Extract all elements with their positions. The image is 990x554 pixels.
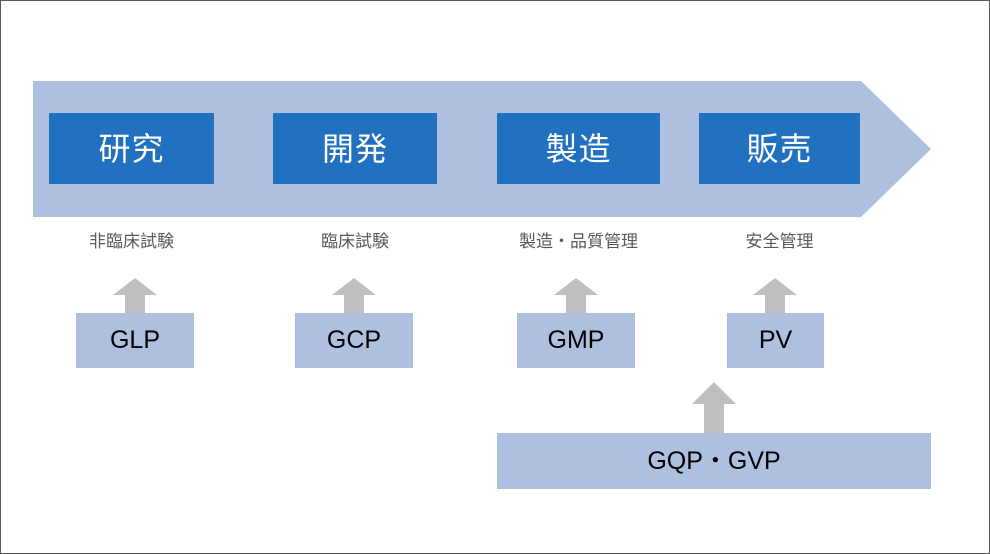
stage-box-manufacturing[interactable]: 製造 xyxy=(497,113,660,184)
caption-nonclinical-trial: 非臨床試験 xyxy=(89,232,174,251)
regulation-bar-gqp-gvp[interactable]: GQP・GVP xyxy=(497,433,931,489)
stage-box-sales[interactable]: 販売 xyxy=(699,113,860,184)
regulation-label-gmp: GMP xyxy=(547,326,605,354)
regulation-box-pv[interactable]: PV xyxy=(727,313,824,368)
up-arrow-pv-icon xyxy=(753,278,797,316)
stage-box-research[interactable]: 研究 xyxy=(49,113,214,184)
regulation-label-pv: PV xyxy=(758,326,793,354)
stage-label-development: 開発 xyxy=(321,130,388,167)
caption-safety-management: 安全管理 xyxy=(745,232,814,251)
regulation-box-gcp[interactable]: GCP xyxy=(295,313,413,368)
regulation-label-gqp-gvp: GQP・GVP xyxy=(647,446,781,475)
regulation-box-glp[interactable]: GLP xyxy=(76,313,194,368)
stage-box-development[interactable]: 開発 xyxy=(273,113,437,184)
caption-manufacturing-quality-control: 製造・品質管理 xyxy=(519,232,638,251)
stage-label-sales: 販売 xyxy=(746,130,813,167)
regulation-label-glp: GLP xyxy=(109,326,161,354)
stage-label-research: 研究 xyxy=(98,130,165,167)
up-arrow-gqp-gvp-icon xyxy=(692,382,736,435)
regulation-box-gmp[interactable]: GMP xyxy=(517,313,635,368)
regulation-label-gcp: GCP xyxy=(326,326,382,354)
up-arrow-gmp-icon xyxy=(554,278,598,316)
stage-label-manufacturing: 製造 xyxy=(545,130,612,167)
caption-clinical-trial: 臨床試験 xyxy=(321,232,389,251)
up-arrow-gcp-icon xyxy=(332,278,376,316)
up-arrow-glp-icon xyxy=(113,278,157,316)
